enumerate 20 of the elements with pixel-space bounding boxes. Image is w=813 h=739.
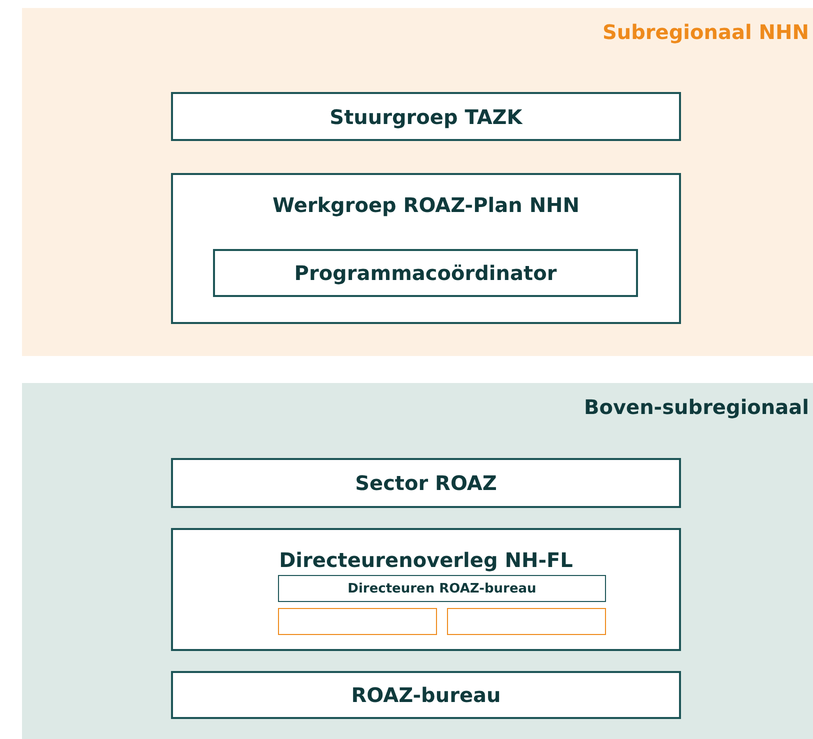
org-box [447, 608, 606, 635]
org-box [171, 458, 681, 508]
box-title: Programmacoördinator [293, 261, 558, 285]
box-title: Directeuren ROAZ-bureau [346, 581, 538, 596]
org-box [171, 173, 681, 324]
org-box [171, 528, 681, 651]
region-title: Subregionaal NHN [602, 20, 809, 44]
box-title: Stuurgroep TAZK [328, 104, 524, 128]
org-box [278, 608, 437, 635]
box-title: ROAZ-bureau [350, 683, 502, 707]
region-panel [22, 8, 813, 356]
box-title: Werkgroep ROAZ-Plan NHN [271, 193, 581, 217]
org-box [213, 249, 638, 297]
region-title: Boven-subregionaal [584, 395, 809, 419]
org-box [171, 92, 681, 141]
org-box [278, 575, 606, 602]
org-box [171, 671, 681, 719]
box-title: Directeurenoverleg NH-FL [278, 548, 574, 572]
region-panel [22, 383, 813, 739]
box-title: Sector ROAZ [354, 471, 498, 495]
